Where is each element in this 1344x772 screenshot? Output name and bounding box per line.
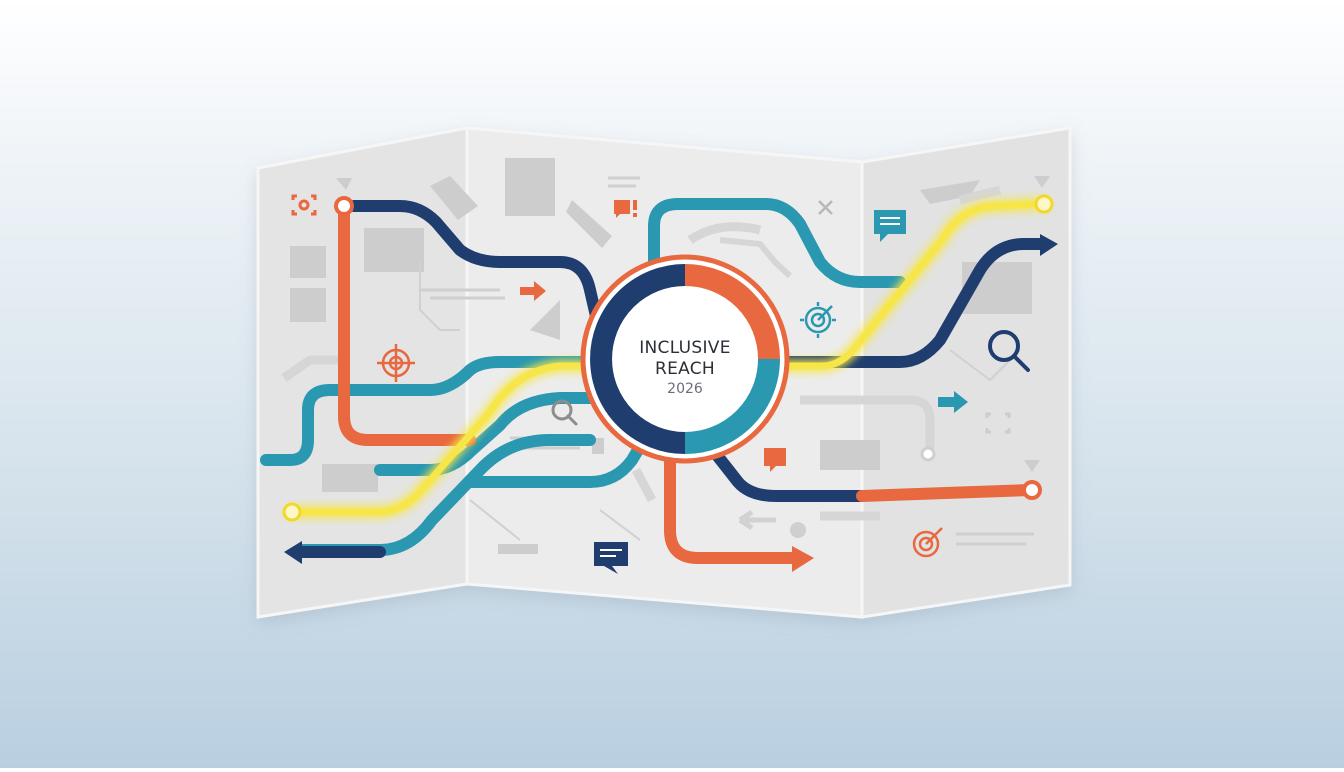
hub-segment-teal [684, 358, 780, 454]
node-mark [790, 522, 806, 538]
route-node [334, 196, 354, 216]
orange-arrow-head [792, 546, 814, 572]
route-node [1022, 480, 1042, 500]
teal-route-north [648, 198, 906, 288]
block-mark [498, 544, 538, 554]
arrow-icon [938, 391, 968, 413]
chat-bubble-icon [594, 542, 628, 574]
central-hub: INCLUSIVE REACH 2026 [580, 254, 790, 464]
thin-line-mark [599, 509, 641, 541]
orange-routes [338, 200, 1036, 564]
road-mark [687, 222, 762, 244]
chat-bubble-icon [764, 448, 786, 472]
magnifier-icon [551, 399, 578, 426]
block-mark [920, 180, 980, 204]
hub-segment-navy [590, 264, 686, 454]
glow-endpoint [1034, 194, 1054, 214]
glow-route-east [766, 200, 1048, 370]
focus-icon [985, 412, 1011, 434]
highlighted-route [288, 200, 1048, 516]
arrow-mark [738, 509, 776, 531]
block-mark [1024, 460, 1040, 472]
teal-route-west [260, 356, 600, 466]
orange-route-west [338, 200, 476, 446]
navy-route-east [784, 238, 1050, 368]
road-mark [958, 185, 1002, 205]
block-mark [322, 464, 378, 492]
navy-routes [294, 200, 1050, 558]
target-icon [912, 527, 943, 558]
orange-route-east [856, 484, 1036, 502]
arrow-icon [520, 281, 546, 301]
block-mark [566, 200, 612, 248]
navy-arrow-head-east [1040, 234, 1058, 256]
thin-line-mark [419, 260, 460, 331]
block-mark [364, 228, 424, 272]
road-mark [632, 467, 656, 503]
thin-line-mark [469, 499, 521, 541]
chat-bubble-icon [874, 210, 906, 242]
glow-route-west [288, 362, 602, 516]
map-background-marks [281, 158, 1050, 554]
block-mark [290, 246, 326, 278]
hub-center [617, 291, 753, 427]
teal-route-bend [464, 434, 650, 488]
hub-year: 2026 [667, 381, 703, 397]
close-icon [818, 200, 833, 215]
focus-icon [291, 194, 317, 216]
target-icon [800, 302, 836, 338]
block-mark [430, 176, 478, 220]
magnifier-icon [988, 330, 1030, 372]
block-mark [1034, 176, 1050, 188]
hub-segment-orange [684, 264, 780, 360]
route-node [920, 446, 936, 462]
navy-route-south [710, 448, 868, 502]
arrow-mark [719, 237, 793, 279]
target-icon [377, 344, 415, 382]
orange-route-south [664, 454, 802, 564]
glow-endpoint [282, 502, 302, 522]
navy-route-north [348, 200, 602, 322]
block-mark [505, 158, 555, 216]
chat-bubble-icon [614, 200, 637, 218]
teal-route-sweep [294, 434, 596, 556]
block-mark [820, 440, 880, 470]
block-mark [290, 288, 326, 322]
hub-title-line2: REACH [655, 359, 715, 379]
hub-title-line1: INCLUSIVE [639, 338, 731, 358]
road-mark [800, 395, 935, 452]
block-mark [336, 178, 352, 190]
block-mark [530, 300, 560, 340]
road-mark [281, 355, 340, 382]
navy-arrow-head-west [284, 541, 302, 564]
